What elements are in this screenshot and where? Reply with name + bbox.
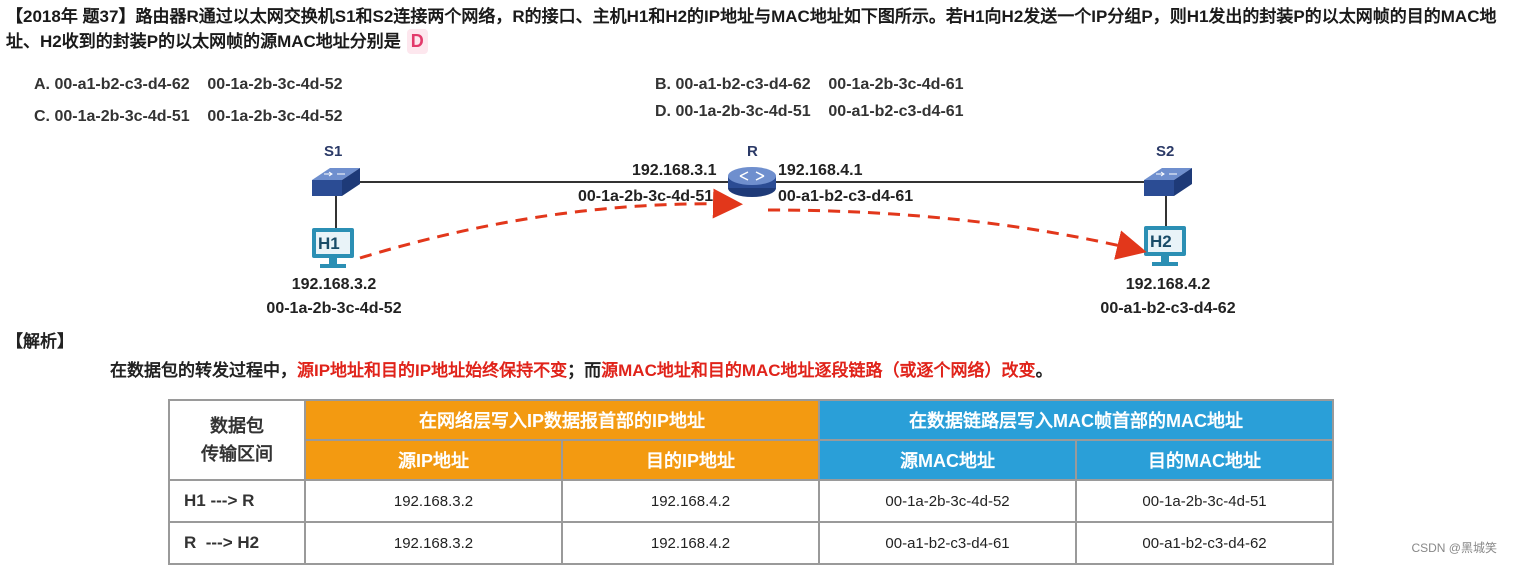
- h2-ip: 192.168.4.2: [1125, 276, 1211, 293]
- option-b: B. 00-a1-b2-c3-d4-62 00-1a-2b-3c-4d-61: [655, 76, 964, 93]
- address-table: 数据包 传输区间 在网络层写入IP数据报首部的IP地址 在数据链路层写入MAC帧…: [168, 399, 1335, 565]
- cell-src-ip: 192.168.3.2: [304, 479, 563, 523]
- column-header-src-ip: 源IP地址: [304, 439, 563, 481]
- cell-dst-mac: 00-1a-2b-3c-4d-51: [1075, 479, 1335, 523]
- h1-ip: 192.168.3.2: [291, 276, 377, 293]
- r-label: R: [747, 143, 758, 160]
- column-header-dst-mac: 目的MAC地址: [1075, 439, 1335, 481]
- r-left-mac: 00-1a-2b-3c-4d-51: [578, 188, 714, 205]
- column-header-src-mac: 源MAC地址: [818, 439, 1078, 481]
- option-a: A. 00-a1-b2-c3-d4-62 00-1a-2b-3c-4d-52: [34, 76, 343, 93]
- ip-group-header: 在网络层写入IP数据报首部的IP地址: [303, 399, 821, 441]
- segment-header-line-2: 传输区间: [201, 444, 273, 464]
- cell-src-ip: 192.168.3.2: [304, 521, 563, 565]
- column-header-dst-ip: 目的IP地址: [560, 439, 821, 481]
- segment-header-line-1: 数据包: [210, 416, 264, 436]
- summary-part-3: ；而: [567, 361, 602, 380]
- h1-mac: 00-1a-2b-3c-4d-52: [266, 300, 402, 317]
- r-right-ip: 192.168.4.1: [778, 162, 863, 179]
- summary-part-1: 在数据包的转发过程中，: [110, 361, 297, 380]
- router-r-icon: [728, 167, 776, 197]
- option-c: C. 00-1a-2b-3c-4d-51 00-1a-2b-3c-4d-52: [34, 108, 343, 125]
- cell-dst-mac: 00-a1-b2-c3-d4-62: [1075, 521, 1335, 565]
- analysis-summary: 在数据包的转发过程中，源IP地址和目的IP地址始终保持不变；而源MAC地址和目的…: [110, 356, 1053, 381]
- watermark: CSDN @黑城笑: [1411, 541, 1497, 555]
- analysis-heading: 【解析】: [6, 332, 74, 351]
- host-h2-icon: [1144, 226, 1186, 266]
- option-d: D. 00-1a-2b-3c-4d-51 00-a1-b2-c3-d4-61: [655, 103, 964, 120]
- row-segment: R ---> H2: [168, 521, 306, 565]
- answer-badge: D: [406, 29, 428, 54]
- table-row: H1 ---> R 192.168.3.2 192.168.4.2 00-1a-…: [168, 479, 1335, 523]
- h1-label: H1: [318, 234, 340, 253]
- segment-header: 数据包 传输区间: [168, 399, 306, 481]
- h2-label: H2: [1150, 232, 1172, 251]
- question-text: 【2018年 题37】路由器R通过以太网交换机S1和S2连接两个网络，R的接口、…: [6, 7, 1497, 51]
- switch-s1-icon: [312, 168, 360, 196]
- row-segment: H1 ---> R: [168, 479, 306, 523]
- table-row: R ---> H2 192.168.3.2 192.168.4.2 00-a1-…: [168, 521, 1335, 565]
- cell-dst-ip: 192.168.4.2: [560, 521, 821, 565]
- arrow-r-to-h2: [767, 208, 1147, 260]
- cell-src-mac: 00-a1-b2-c3-d4-61: [818, 521, 1078, 565]
- summary-part-5: 。: [1035, 361, 1053, 380]
- r-left-ip: 192.168.3.1: [632, 162, 717, 179]
- r-right-mac: 00-a1-b2-c3-d4-61: [778, 188, 914, 205]
- network-diagram: [312, 167, 1192, 268]
- switch-s2-icon: [1144, 168, 1192, 196]
- cell-src-mac: 00-1a-2b-3c-4d-52: [818, 479, 1078, 523]
- question-title: 【2018年 题37】路由器R通过以太网交换机S1和S2连接两个网络，R的接口、…: [6, 4, 1511, 54]
- arrow-h1-to-r: [359, 188, 743, 260]
- cell-dst-ip: 192.168.4.2: [560, 479, 821, 523]
- host-h1-icon: [312, 228, 354, 268]
- mac-group-header: 在数据链路层写入MAC帧首部的MAC地址: [818, 399, 1335, 441]
- s2-label: S2: [1156, 143, 1175, 160]
- h2-mac: 00-a1-b2-c3-d4-62: [1100, 300, 1236, 317]
- summary-ip-unchanged: 源IP地址和目的IP地址始终保持不变: [297, 361, 568, 380]
- summary-mac-changes: 源MAC地址和目的MAC地址逐段链路（或逐个网络）改变: [601, 361, 1036, 380]
- s1-label: S1: [324, 143, 343, 160]
